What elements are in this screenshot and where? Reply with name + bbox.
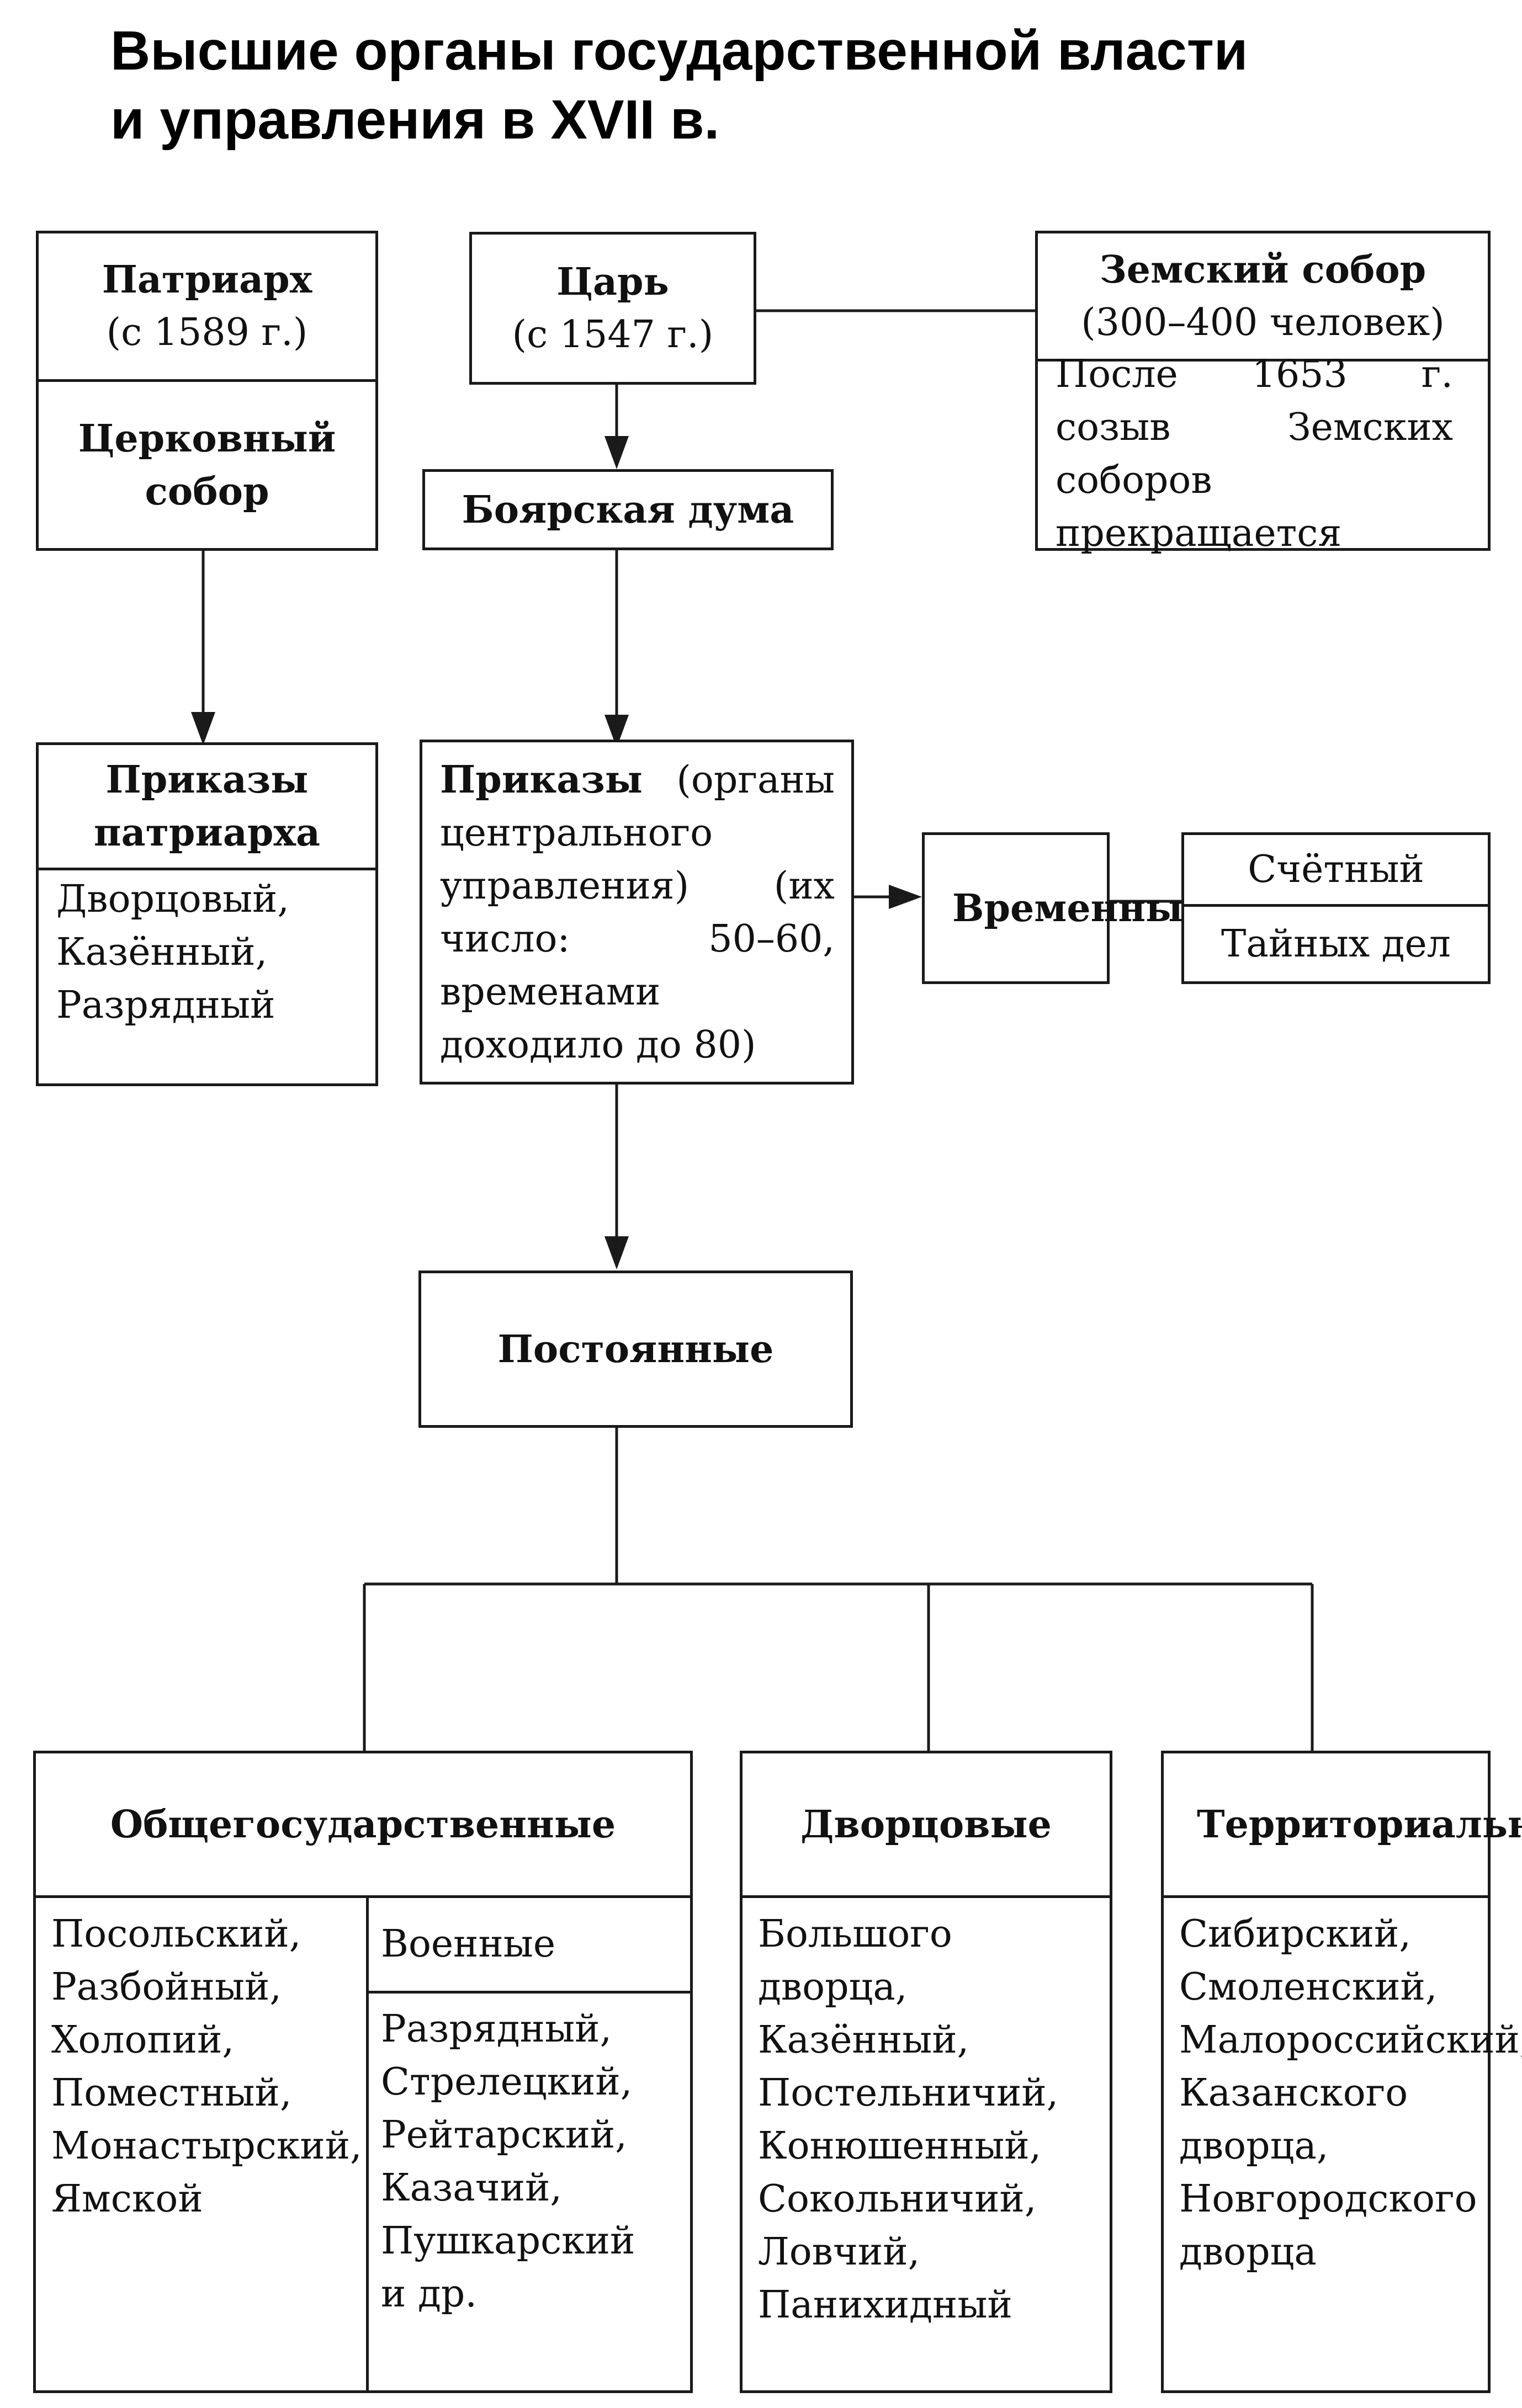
territorial-items: Сибирский, Смоленский, Малороссийский, К… bbox=[1179, 1912, 1522, 2274]
page-title: Высшие органы государственной власти и у… bbox=[110, 17, 1435, 155]
prikazy-box: Приказы (органы центрального управления)… bbox=[420, 740, 854, 1085]
zemsky-sobor-box: Земский собор (300–400 человек) После 16… bbox=[1035, 231, 1491, 555]
palace-items: Большого дворца, Казённый, Постельничий,… bbox=[758, 1912, 1059, 2327]
temporary-box: Временные bbox=[922, 832, 1207, 984]
tsar-name: Царь bbox=[556, 259, 669, 304]
boyar-duma-box: Боярская дума bbox=[422, 469, 834, 550]
temporary-items-divider bbox=[1184, 904, 1488, 907]
permanent-box: Постоянные bbox=[418, 1271, 853, 1428]
patriarch-prikaz-item: Разрядный bbox=[56, 984, 275, 1027]
prikazy-text: Приказы (органы центрального управления)… bbox=[440, 753, 835, 1073]
arrowhead-prikazy bbox=[604, 715, 629, 748]
state-divider bbox=[36, 1895, 690, 1898]
state-box: Общегосударственные Посольский, Разбойны… bbox=[33, 1751, 693, 2393]
prikazy-desc: (органы центрального управления) (их чис… bbox=[440, 758, 835, 1067]
patriarch-prikazy-divider bbox=[39, 868, 375, 870]
temporary-label: Временные bbox=[952, 886, 1207, 931]
zemsky-note: После 1653 г. созыв Земских соборов прек… bbox=[1056, 352, 1453, 555]
permanent-label: Постоянные bbox=[497, 1327, 774, 1372]
palace-title: Дворцовые bbox=[800, 1802, 1052, 1847]
arrowhead-permanent bbox=[604, 1236, 629, 1269]
arrowhead-patriarch-prikazy bbox=[191, 712, 215, 745]
military-divider bbox=[366, 1991, 690, 1994]
tsar-since: (с 1547 г.) bbox=[512, 312, 714, 357]
temporary-item-secret: Тайных дел bbox=[1221, 922, 1451, 966]
territorial-divider bbox=[1164, 1895, 1488, 1898]
state-items: Посольский, Разбойный, Холопий, Поместны… bbox=[51, 1912, 362, 2221]
palace-box: Дворцовые Большого дворца, Казённый, Пос… bbox=[740, 1751, 1112, 2393]
arrowhead-duma bbox=[604, 436, 629, 469]
patriarch-prikaz-item: Казённый, bbox=[56, 931, 268, 974]
zemsky-divider bbox=[1038, 359, 1488, 362]
patriarch-prikazy-title: Приказы патриарха bbox=[93, 758, 321, 855]
patriarch-prikazy-box: Приказы патриарха Дворцовый, Казённый, Р… bbox=[36, 742, 378, 1086]
zemsky-size: (300–400 человек) bbox=[1081, 300, 1445, 344]
tsar-content: Царь (с 1547 г.) bbox=[472, 235, 754, 382]
military-title: Военные bbox=[381, 1922, 556, 1966]
territorial-title: Территориальные bbox=[1197, 1802, 1522, 1847]
patriarch-divider bbox=[39, 379, 375, 382]
zemsky-name: Земский собор bbox=[1099, 247, 1426, 292]
church-council-label: Церковный собор bbox=[78, 416, 336, 514]
patriarch-prikaz-item: Дворцовый, bbox=[56, 878, 290, 921]
state-column-divider bbox=[366, 1895, 369, 2390]
boyar-duma-label: Боярская дума bbox=[462, 487, 794, 532]
palace-divider bbox=[743, 1895, 1110, 1898]
church-council: Церковный собор bbox=[72, 382, 342, 548]
title-line-1: Высшие органы государственной власти bbox=[110, 20, 1248, 82]
state-title: Общегосударственные bbox=[110, 1802, 616, 1847]
temporary-items-box: Счётный Тайных дел bbox=[1181, 832, 1491, 984]
patriarch-name: Патриарх bbox=[102, 258, 312, 302]
military-items: Разрядный, Стрелецкий, Рейтарский, Казач… bbox=[381, 2007, 635, 2316]
patriarch-header: Патриарх (с 1589 г.) bbox=[39, 233, 375, 379]
territorial-box: Территориальные Сибирский, Смоленский, М… bbox=[1161, 1751, 1522, 2393]
zemsky-header: Земский собор (300–400 человек) bbox=[1038, 233, 1488, 359]
temporary-item-counting: Счётный bbox=[1248, 847, 1424, 891]
patriarch-prikazy-list: Дворцовый, Казённый, Разрядный bbox=[56, 873, 365, 1027]
title-line-2: и управления в XVII в. bbox=[110, 89, 720, 151]
prikazy-title: Приказы bbox=[440, 758, 643, 802]
patriarch-box: Патриарх (с 1589 г.) Церковный собор bbox=[36, 231, 378, 551]
arrowhead-temporary bbox=[889, 885, 922, 909]
patriarch-since: (с 1589 г.) bbox=[106, 311, 308, 354]
tsar-box: Царь (с 1547 г.) bbox=[469, 232, 756, 385]
